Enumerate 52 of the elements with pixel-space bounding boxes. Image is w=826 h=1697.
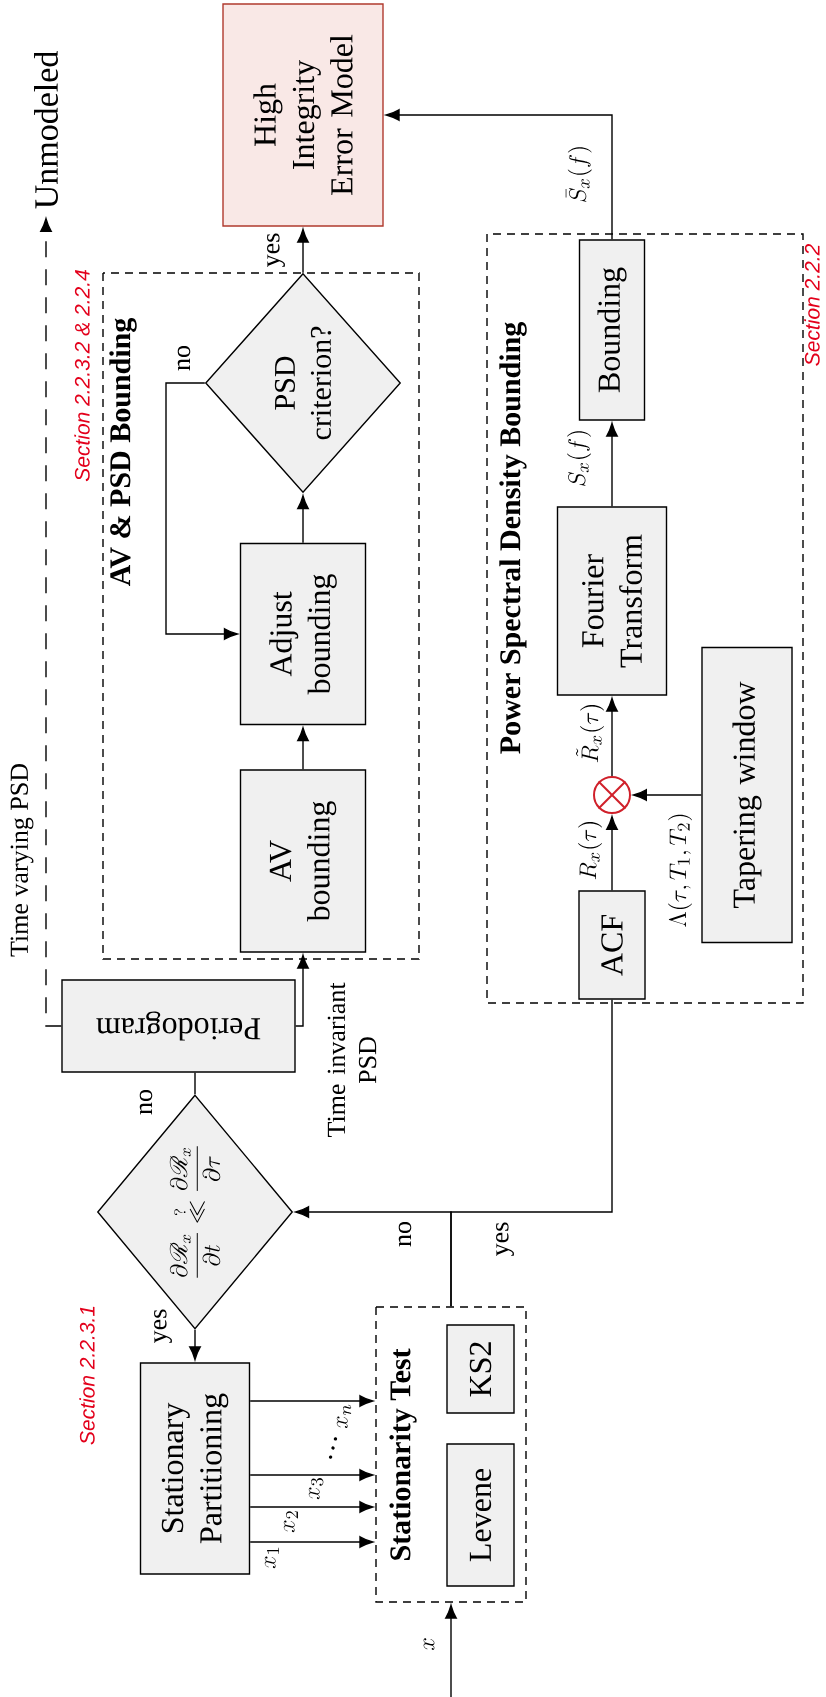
multiplier-symbol: [593, 776, 631, 814]
edge-label: $S_x(f)$: [567, 431, 592, 486]
arrow: [297, 228, 309, 274]
arrow: [249, 1536, 374, 1548]
edge-label: $x_2$: [283, 1511, 298, 1533]
process-box: Periodogram: [61, 979, 296, 1073]
arrow: [40, 218, 62, 1027]
process-box: Levene: [446, 1443, 515, 1587]
arrow: [249, 1501, 374, 1513]
edge-label: yes: [267, 233, 285, 267]
process-box: Stationary Partitioning: [139, 1362, 251, 1575]
edge-label: $\bar{S}_x(f)$: [565, 147, 592, 202]
arrow: [189, 1329, 201, 1361]
process-box: AV bounding: [239, 769, 367, 953]
connector-line: [450, 999, 613, 1307]
process-box: Fourier Transform: [556, 506, 668, 696]
arrow: [632, 789, 702, 801]
section-reference: Section 2.2.2: [804, 244, 820, 366]
arrow: [295, 954, 309, 1027]
section-reference: Section 2.2.3.1: [79, 1306, 95, 1445]
edge-label: $x_3$: [308, 1477, 324, 1500]
edge-label: $x_n$: [336, 1404, 352, 1429]
edge-label: $x$: [423, 1638, 435, 1650]
edge-label: $R_x(\tau)$: [578, 822, 602, 880]
arrow: [445, 1604, 457, 1697]
process-box: Tapering window: [701, 646, 793, 944]
arrow: [606, 422, 618, 507]
arrow: [606, 697, 618, 777]
arrow: [385, 109, 613, 240]
edge-label: Time varying PSD: [10, 764, 34, 957]
arrow: [249, 1395, 374, 1407]
edge-label: $x_1$: [264, 1547, 279, 1569]
process-box: Adjust bounding: [239, 542, 367, 726]
process-box: Bounding: [578, 239, 646, 421]
output-text: Unmodeled: [34, 51, 58, 209]
process-box: KS2: [446, 1324, 515, 1414]
edge-label: $\Lambda(\tau, T_1, T_2)$: [668, 814, 693, 927]
arrow: [297, 727, 309, 770]
section-reference: Section 2.2.3.2 & 2.2.4: [74, 270, 90, 482]
connector-line: [194, 1072, 196, 1095]
arrow: [165, 382, 238, 640]
edge-label: no: [177, 345, 191, 371]
arrow: [249, 1469, 374, 1481]
edge-label: $\tilde{R}_x(\tau)$: [576, 705, 604, 763]
edge-label: no: [398, 1222, 412, 1247]
arrow: [297, 495, 309, 544]
edge-label: yes: [496, 1222, 514, 1256]
process-box: ACF: [578, 890, 646, 1000]
ellipsis: …: [328, 1437, 338, 1459]
output-box: High Integrity Error Model: [222, 3, 384, 227]
arrow: [606, 815, 618, 891]
edge-label: Time invariant PSD: [327, 982, 377, 1138]
